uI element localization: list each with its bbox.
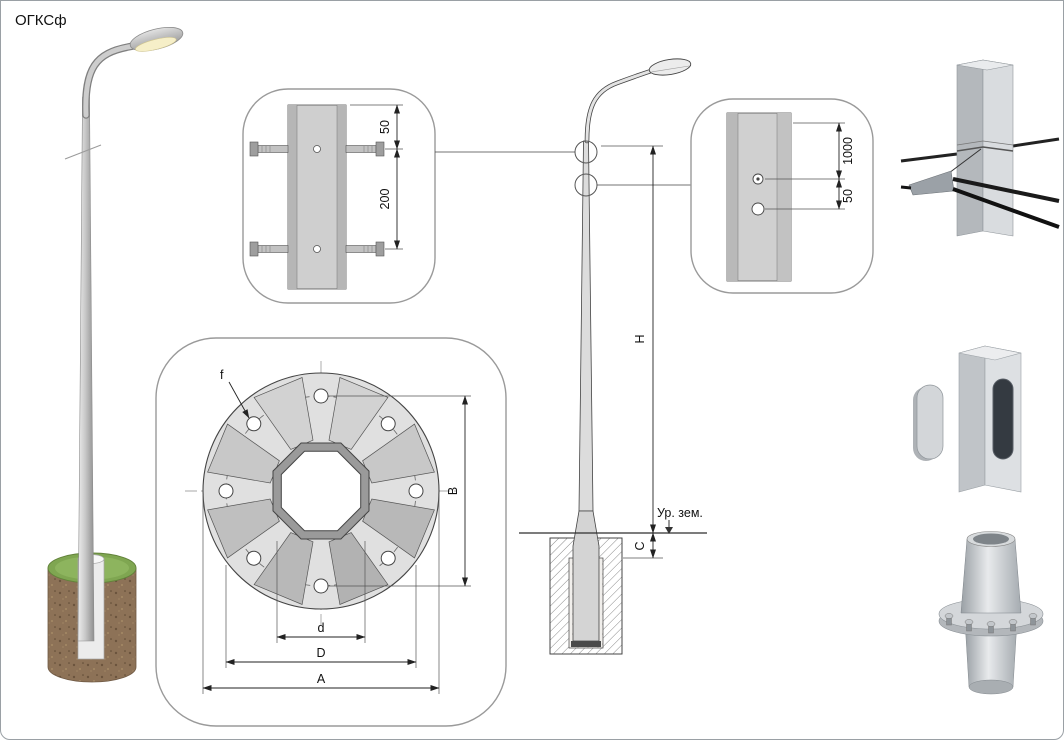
luminaire-elevation	[648, 58, 692, 76]
dead-end-grip	[908, 170, 955, 196]
cable-1	[952, 177, 1060, 203]
pole-elevation-drawing: Ур. зем. H C	[435, 58, 707, 655]
lamp-arm-3d	[82, 39, 155, 119]
gusset-ribs	[207, 377, 435, 605]
pole-3d-render	[47, 26, 184, 683]
dim-label-50: 50	[378, 120, 392, 134]
dim-label-C: C	[633, 541, 647, 550]
dim-label-d: d	[318, 621, 325, 635]
dim-label-1000: 1000	[841, 137, 855, 165]
drawing-title: ОГКСф	[15, 12, 67, 29]
anchor-bolts	[944, 613, 1038, 634]
cable-behind-right	[1012, 137, 1060, 148]
base-plate	[571, 641, 601, 647]
hand-hole-opening	[992, 378, 1014, 460]
cable-strap	[956, 146, 1014, 152]
dim-label-200: 200	[378, 189, 392, 210]
door-cover	[916, 384, 944, 460]
dim-label-B: B	[446, 487, 460, 495]
pole-shaft-3d	[77, 96, 95, 642]
bolt-left-top	[249, 141, 289, 157]
bolt-left-bottom	[249, 241, 289, 257]
dim-label-D: D	[316, 646, 325, 660]
cable-behind-left	[900, 152, 958, 163]
lamp-glow	[135, 37, 177, 52]
dim-label-50-right: 50	[841, 189, 855, 203]
luminaire-3d	[129, 26, 184, 52]
side-holes-detail-callout: 1000 50	[690, 98, 874, 294]
lamp-arm-elevation	[584, 67, 657, 144]
dim-label-H: H	[633, 334, 647, 343]
bolt-right-top	[345, 141, 385, 157]
flange-base-render	[938, 531, 1044, 695]
break-mark	[64, 144, 102, 160]
plain-hole	[751, 202, 765, 216]
door-detail-render	[913, 345, 1022, 493]
cable-stub	[900, 185, 912, 190]
flange-bolt-holes	[218, 388, 424, 594]
pole-section	[287, 104, 347, 290]
bolt-hole	[313, 245, 321, 253]
top-joint-detail-callout: 50 200	[242, 88, 436, 304]
shoe-tube	[960, 538, 1022, 614]
bolt-right-bottom	[345, 241, 385, 257]
pole-top-face	[956, 59, 1014, 71]
cable-2	[952, 187, 1060, 229]
grip-tether	[948, 148, 982, 174]
ground-label: Ур. зем.	[657, 506, 703, 520]
tube-opening	[973, 533, 1009, 545]
ground-arrow	[665, 527, 673, 534]
dim-label-A: A	[317, 672, 326, 686]
dim-label-f: f	[220, 368, 224, 382]
bolt-hole	[313, 145, 321, 153]
flange-detail-callout: f B d D A	[155, 337, 507, 727]
pole-base-flare	[572, 510, 600, 642]
cable-entry-render	[900, 59, 1060, 237]
